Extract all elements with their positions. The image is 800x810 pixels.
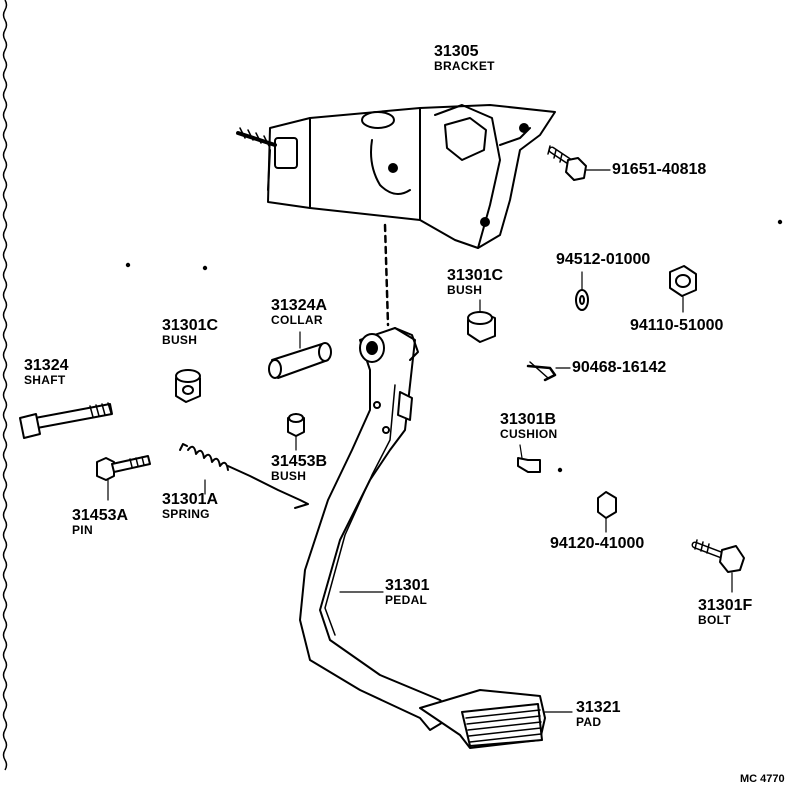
right-bush-part-name: BUSH xyxy=(447,283,483,297)
spring-drawing xyxy=(179,443,309,509)
pad-part-number: 31321 xyxy=(576,699,621,716)
washer-part-number: 94512-01000 xyxy=(556,251,651,268)
cushion-part-name: CUSHION xyxy=(500,427,558,441)
right-bush-part-number: 31301C xyxy=(447,267,504,284)
bracket-bolt-drawing xyxy=(547,145,611,181)
top-nut-part-number: 94110-51000 xyxy=(630,317,724,334)
bracket-part-number: 31305 xyxy=(434,43,479,60)
pedal-drawing xyxy=(299,327,456,731)
shaft-part-number: 31324 xyxy=(24,357,69,374)
pedal-part-number: 31301 xyxy=(385,577,430,594)
diagram-code: MC 4770 xyxy=(740,773,785,785)
pad-part-name: PAD xyxy=(576,715,602,729)
bracket-bolt-part-number: 91651-40818 xyxy=(612,161,707,178)
pin-part-number: 31453A xyxy=(72,507,129,524)
pin-part-name: PIN xyxy=(72,523,93,537)
right-bush-drawing xyxy=(467,299,496,343)
torn-edge xyxy=(2,0,8,771)
clip-part-number: 90468-16142 xyxy=(572,359,667,376)
pad-drawing xyxy=(419,689,573,749)
pedal-part-name: PEDAL xyxy=(385,593,428,607)
spring-part-number: 31301A xyxy=(162,491,219,508)
bracket-part-name: BRACKET xyxy=(434,59,495,73)
small-bush-part-number: 31453B xyxy=(271,453,328,470)
cushion-part-number: 31301B xyxy=(500,411,557,428)
top-nut-drawing xyxy=(669,265,697,313)
shaft-part-name: SHAFT xyxy=(24,373,66,387)
left-bush-part-number: 31301C xyxy=(162,317,219,334)
right-bolt-part-name: BOLT xyxy=(698,613,731,627)
right-bolt-drawing xyxy=(691,539,745,593)
middle-nut-part-number: 94120-41000 xyxy=(550,535,645,552)
small-bush-part-name: BUSH xyxy=(271,469,307,483)
cushion-drawing xyxy=(517,444,541,473)
collar-part-name: COLLAR xyxy=(271,313,323,327)
left-bush-part-name: BUSH xyxy=(162,333,198,347)
right-bolt-part-number: 31301F xyxy=(698,597,753,614)
washer-drawing xyxy=(575,271,589,311)
left-bush-drawing xyxy=(175,369,201,403)
collar-drawing xyxy=(268,331,332,379)
small-bush-drawing xyxy=(287,413,305,451)
shaft-drawing xyxy=(19,402,113,439)
bracket-drawing xyxy=(236,104,556,249)
spring-part-name: SPRING xyxy=(162,507,210,521)
collar-part-number: 31324A xyxy=(271,297,328,314)
middle-nut-drawing xyxy=(597,491,617,533)
pin-drawing xyxy=(96,455,151,501)
clip-drawing xyxy=(526,361,571,382)
alignment-line xyxy=(383,223,390,327)
